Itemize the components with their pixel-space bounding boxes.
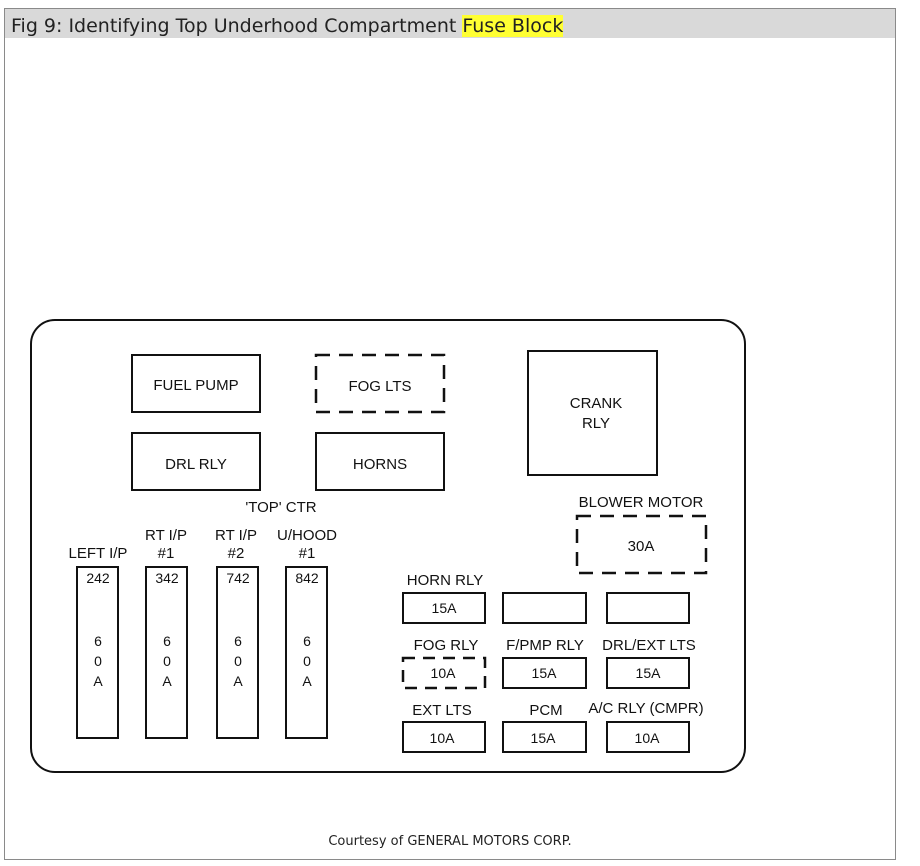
ac-rly-label: A/C RLY (CMPR) <box>588 700 703 717</box>
fuel-pump-relay <box>131 354 261 413</box>
ext-lts-label: EXT LTS <box>412 702 471 719</box>
maxi-fuse-2-amp-c: A <box>162 673 172 689</box>
fpmp-rly-fuse <box>502 657 587 689</box>
blower-motor-value: 30A <box>628 538 655 555</box>
drl-ext-lts-label: DRL/EXT LTS <box>602 637 696 654</box>
maxi-fuse-1 <box>76 566 119 739</box>
fuel-pump-label: FUEL PUMP <box>153 377 238 394</box>
drl-ext-lts-fuse <box>606 657 690 689</box>
maxi-fuse-4-label: U/HOOD <box>277 527 337 544</box>
maxi-fuse-1-amp-a: 6 <box>94 633 102 649</box>
fpmp-rly-label: F/PMP RLY <box>506 637 584 654</box>
pcm-fuse <box>502 721 587 753</box>
fog-lts-label: FOG LTS <box>348 378 411 395</box>
maxi-fuse-3-amp-b: 0 <box>234 653 242 669</box>
maxi-fuse-4-amp-a: 6 <box>303 633 311 649</box>
fog-rly-value: 10A <box>431 665 457 681</box>
fog-rly-fuse <box>401 656 487 690</box>
blower-motor-label: BLOWER MOTOR <box>579 494 704 511</box>
horn-rly-label: HORN RLY <box>407 572 483 589</box>
maxi-fuse-3-amp-a: 6 <box>234 633 242 649</box>
maxi-fuse-4-label-num: #1 <box>299 545 316 562</box>
maxi-fuse-1-amp-b: 0 <box>94 653 102 669</box>
empty-fuse-slot-1 <box>502 592 587 624</box>
title-highlight: Fuse Block <box>462 15 564 37</box>
top-ctr-label: 'TOP' CTR <box>245 499 316 516</box>
pcm-value: 15A <box>531 730 557 746</box>
fuse-block-outline <box>30 319 746 773</box>
empty-fuse-slot-2 <box>606 592 690 624</box>
pcm-label: PCM <box>529 702 562 719</box>
figure-title: Fig 9: Identifying Top Underhood Compart… <box>11 15 564 37</box>
maxi-fuse-2-code: 342 <box>155 570 179 586</box>
courtesy-credit: Courtesy of GENERAL MOTORS CORP. <box>328 834 572 849</box>
crank-relay-label-1: CRANK <box>570 395 623 412</box>
maxi-fuse-4-amp-b: 0 <box>303 653 311 669</box>
ac-rly-value: 10A <box>635 730 661 746</box>
maxi-fuse-2-label: RT I/P <box>145 527 187 544</box>
maxi-fuse-3 <box>216 566 259 739</box>
maxi-fuse-4-amp-c: A <box>302 673 312 689</box>
crank-relay <box>527 350 658 476</box>
maxi-fuse-1-code: 242 <box>86 570 110 586</box>
maxi-fuse-2-amp-a: 6 <box>163 633 171 649</box>
ac-rly-fuse <box>606 721 690 753</box>
fpmp-rly-value: 15A <box>532 665 558 681</box>
horn-rly-value: 15A <box>432 600 458 616</box>
maxi-fuse-2-amp-b: 0 <box>163 653 171 669</box>
drl-ext-lts-value: 15A <box>636 665 662 681</box>
horn-rly-fuse <box>402 592 486 624</box>
maxi-fuse-2-label-num: #1 <box>158 545 175 562</box>
drl-relay <box>131 432 261 491</box>
maxi-fuse-3-amp-c: A <box>233 673 243 689</box>
title-prefix: Fig 9: Identifying Top Underhood Compart… <box>11 15 457 37</box>
ext-lts-value: 10A <box>430 730 456 746</box>
maxi-fuse-1-label: LEFT I/P <box>69 545 128 562</box>
title-bar: Fig 9: Identifying Top Underhood Compart… <box>5 9 895 38</box>
maxi-fuse-3-label-num: #2 <box>228 545 245 562</box>
maxi-fuse-4-code: 842 <box>295 570 319 586</box>
fog-rly-label: FOG RLY <box>414 637 479 654</box>
drl-relay-label: DRL RLY <box>165 456 227 473</box>
horns-relay <box>315 432 445 491</box>
maxi-fuse-2 <box>145 566 188 739</box>
maxi-fuse-4 <box>285 566 328 739</box>
ext-lts-fuse <box>402 721 486 753</box>
crank-relay-label-2: RLY <box>582 415 610 432</box>
maxi-fuse-1-amp-c: A <box>93 673 103 689</box>
horns-label: HORNS <box>353 456 407 473</box>
maxi-fuse-3-code: 742 <box>226 570 250 586</box>
maxi-fuse-3-label: RT I/P <box>215 527 257 544</box>
